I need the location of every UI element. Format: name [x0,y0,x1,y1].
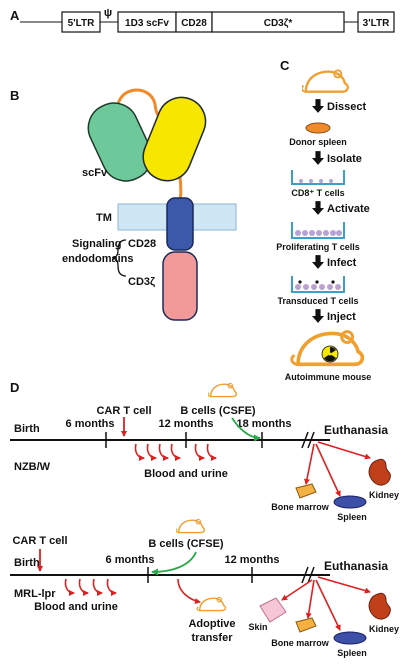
sampling-arrows [64,578,117,596]
step-5-action: Inject [327,311,356,323]
scfv-vh-domain [87,102,153,182]
panel-label-b: B [10,88,19,103]
step-arrow-icon [312,99,324,113]
timeline-mrl: Birth MRL-lpr CAR T cell 6 months 12 mon… [10,518,399,658]
car-t-label: CAR T cell [96,405,151,417]
step-arrow-icon [312,255,324,269]
step-arrow-icon [312,309,324,323]
dish-icon [291,170,345,185]
step-4-action: Infect [327,257,357,269]
step-4-result: Transduced T cells [277,296,358,306]
birth-label: Birth [14,423,40,435]
step-arrow-icon [312,151,324,165]
euthanasia-label: Euthanasia [324,559,388,573]
tm-label: TM [96,212,112,224]
step-5-result: Autoimmune mouse [285,372,372,382]
dish-icon [291,222,345,239]
kidney-icon [368,592,391,620]
car-t-label: CAR T cell [12,535,67,547]
spleen-icon [305,122,331,134]
adoptive-transfer-arrow [177,578,201,604]
birth-label: Birth [14,557,40,569]
radiation-icon [321,345,339,363]
signaling-label-1: Signaling [72,238,122,250]
tick-label: 12 months [224,554,279,566]
scfv-label: scFv [82,167,108,179]
step-2-result: CD8⁺ T cells [291,188,344,198]
scfv-vl-domain [142,96,207,182]
tick-label: 6 months [106,554,155,566]
bone-marrow-icon [295,483,317,499]
cd28-domain [166,197,194,251]
donor-mouse-icon [176,518,206,534]
step-2-action: Isolate [327,153,362,165]
sampling-label: Blood and urine [34,601,118,613]
step-3-result: Proliferating T cells [276,242,360,252]
b-cells-label: B cells (CFSE) [148,538,224,550]
cd28-label: CD28 [128,238,156,250]
organ-arrows [281,576,371,631]
strain-label: NZB/W [14,461,51,473]
panel-label-a: A [10,8,20,23]
sampling-label: Blood and urine [144,468,228,480]
panel-label-c: C [280,58,290,73]
cd3z-domain [162,251,198,321]
construct-cd3z: CD3ζ* [264,18,293,29]
timeline-nzbw: Birth NZB/W 6 months 12 months 18 months… [10,382,399,522]
construct-scfv: 1D3 scFv [125,18,169,29]
step-arrow-icon [312,201,324,215]
step-3-action: Activate [327,203,370,215]
protocol-diagram: Dissect Donor spleen Isolate CD8⁺ T cell… [276,69,372,382]
tick-label: 12 months [158,418,213,430]
construct-cd28: CD28 [181,18,207,29]
tick-label: 18 months [236,418,291,430]
bone-marrow-icon [295,617,317,633]
construct-3ltr: 3'LTR [363,18,390,29]
car-receptor-diagram: scFv TM Signaling endodomains CD28 CD3ζ [62,88,237,321]
organ-label: Bone marrow [271,502,330,512]
sampling-arrows [134,443,217,461]
construct-diagram: 5'LTR ψ 1D3 scFv CD28 CD3ζ* 3'LTR [20,7,395,33]
spleen-icon [333,495,367,509]
b-cells-label: B cells (CSFE) [180,405,256,417]
adoptive-label-2: transfer [192,632,234,644]
organ-label: Kidney [369,490,399,500]
skin-icon [259,597,287,623]
kidney-icon [368,458,391,486]
adoptive-label-1: Adoptive [188,618,235,630]
tick-label: 6 months [66,418,115,430]
organ-arrows [304,441,371,497]
recipient-mouse-icon [196,596,227,612]
step-1-action: Dissect [327,101,366,113]
signaling-brace [111,239,127,277]
step-1-result: Donor spleen [289,137,347,147]
euthanasia-label: Euthanasia [324,423,388,437]
construct-psi: ψ [104,7,112,19]
b-cell-transfer-arrow [231,417,261,442]
organ-label: Skin [248,622,267,632]
strain-label: MRL-lpr [14,588,56,600]
organ-label: Kidney [369,624,399,634]
organ-label: Spleen [337,648,367,658]
donor-mouse-icon [302,69,349,93]
b-cell-transfer-arrow [151,551,197,576]
construct-5ltr: 5'LTR [68,18,95,29]
organ-label: Bone marrow [271,638,330,648]
spleen-icon [333,631,367,645]
signaling-label-2: endodomains [62,253,134,265]
dish-icon [291,276,345,293]
organ-label: Spleen [337,512,367,522]
panel-label-d: D [10,380,19,395]
cd3z-label: CD3ζ [128,276,155,288]
donor-mouse-icon [208,382,238,398]
